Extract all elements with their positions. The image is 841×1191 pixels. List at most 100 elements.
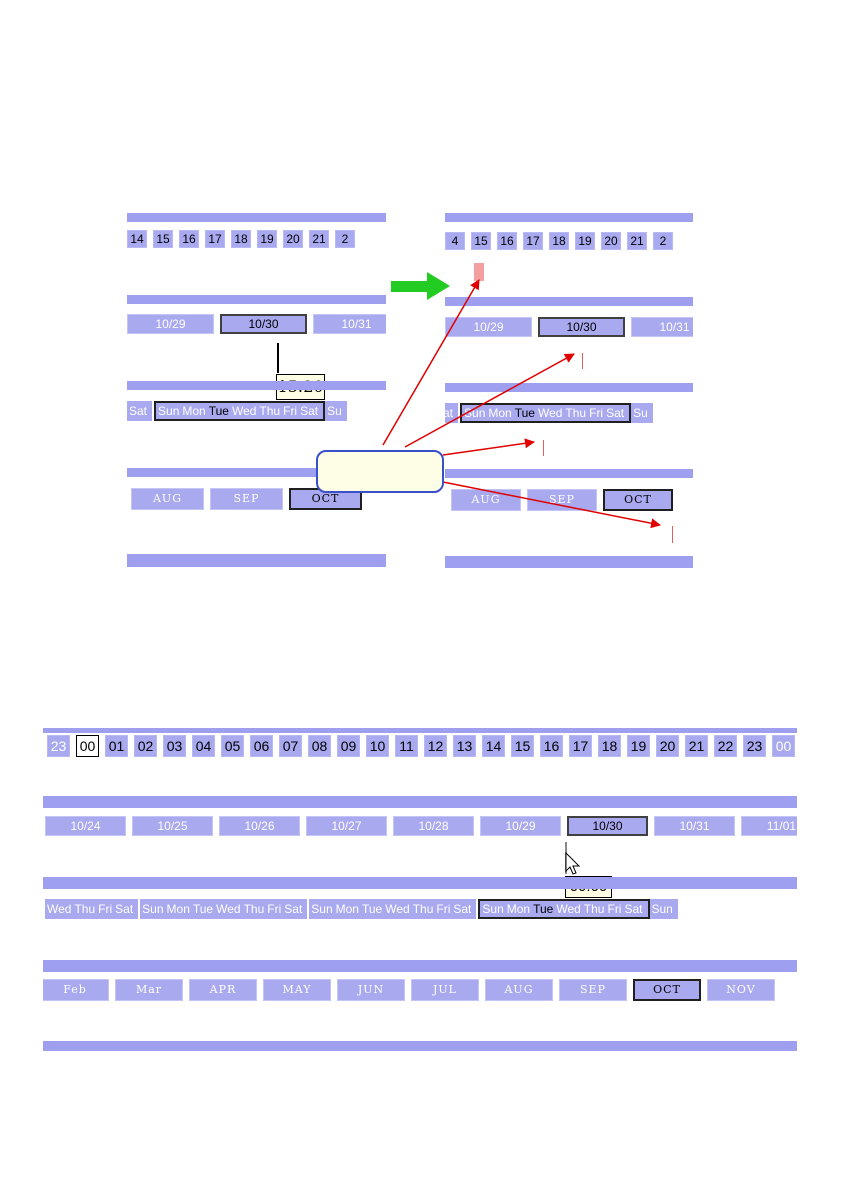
hour-cell[interactable]: 17: [569, 735, 592, 757]
month-cell[interactable]: APR: [189, 979, 257, 1001]
weekday-label: Wed: [216, 902, 241, 916]
date-band: [43, 796, 797, 808]
month-cell[interactable]: OCT: [603, 489, 673, 511]
weekday-label: Fri: [436, 902, 451, 916]
month-cell[interactable]: OCT: [633, 979, 701, 1001]
hour-cell[interactable]: 18: [598, 735, 621, 757]
hour-band: [127, 213, 386, 222]
hour-cell[interactable]: 06: [250, 735, 273, 757]
hour-cell[interactable]: 15: [511, 735, 534, 757]
date-cell[interactable]: 10/31: [631, 317, 693, 337]
time-indicator-line: [277, 343, 279, 373]
hour-cell[interactable]: 4: [445, 232, 465, 250]
date-cell[interactable]: 10/29: [127, 314, 214, 334]
hour-cell[interactable]: 13: [453, 735, 476, 757]
hour-cell[interactable]: 22: [714, 735, 737, 757]
hour-cell[interactable]: 2: [653, 232, 673, 250]
date-cell[interactable]: 10/29: [480, 816, 561, 836]
month-cell[interactable]: JUL: [411, 979, 479, 1001]
hour-cell[interactable]: 07: [279, 735, 302, 757]
hour-cell[interactable]: 16: [497, 232, 517, 250]
hour-cell[interactable]: 16: [540, 735, 563, 757]
hour-cell[interactable]: 04: [192, 735, 215, 757]
week-band: [445, 383, 693, 392]
date-cell[interactable]: 10/30: [538, 317, 625, 337]
weekday-label: Su: [327, 404, 342, 418]
hour-cell[interactable]: 20: [283, 230, 303, 248]
hour-cell[interactable]: 2: [335, 230, 355, 248]
month-cell[interactable]: SEP: [527, 489, 597, 511]
month-cell[interactable]: JUN: [337, 979, 405, 1001]
hour-cell[interactable]: 03: [163, 735, 186, 757]
hour-cell[interactable]: 19: [627, 735, 650, 757]
hour-cell[interactable]: 08: [308, 735, 331, 757]
date-cell[interactable]: 10/29: [445, 317, 532, 337]
hour-cell[interactable]: 14: [127, 230, 147, 248]
week-group[interactable]: Su: [631, 403, 655, 423]
date-cell[interactable]: 11/01: [741, 816, 797, 836]
weekday-label: Tue: [361, 902, 383, 916]
hour-cell[interactable]: 05: [221, 735, 244, 757]
month-band: [43, 960, 797, 972]
weekday-label: Fri: [283, 404, 298, 418]
date-cell[interactable]: 10/24: [45, 816, 126, 836]
month-cell[interactable]: Feb: [43, 979, 109, 1001]
date-cell[interactable]: 10/28: [393, 816, 474, 836]
hour-cell[interactable]: 02: [134, 735, 157, 757]
week-group[interactable]: Su: [325, 401, 349, 421]
hour-cell[interactable]: 16: [179, 230, 199, 248]
month-cell[interactable]: Mar: [115, 979, 183, 1001]
hour-cell[interactable]: 00: [76, 735, 99, 757]
month-cell[interactable]: AUG: [131, 488, 204, 510]
date-cell[interactable]: 10/30: [567, 816, 648, 836]
hour-cell[interactable]: 12: [424, 735, 447, 757]
hour-cell[interactable]: 19: [575, 232, 595, 250]
date-cell[interactable]: 10/26: [219, 816, 300, 836]
month-cell[interactable]: AUG: [485, 979, 553, 1001]
hour-cell[interactable]: 10: [366, 735, 389, 757]
hour-cell[interactable]: 21: [685, 735, 708, 757]
hour-cell[interactable]: 17: [523, 232, 543, 250]
month-cell[interactable]: SEP: [559, 979, 627, 1001]
hour-cell[interactable]: 17: [205, 230, 225, 248]
month-cell[interactable]: NOV: [707, 979, 775, 1001]
hour-cell[interactable]: 15: [153, 230, 173, 248]
arrow-to-date-marker: [404, 353, 575, 448]
month-cell[interactable]: SEP: [210, 488, 283, 510]
date-band: [127, 295, 386, 304]
hour-cell[interactable]: 15: [471, 232, 491, 250]
date-cell[interactable]: 10/30: [220, 314, 307, 334]
hour-cell[interactable]: 00: [772, 735, 795, 757]
arrow-to-week-marker: [442, 438, 535, 456]
hour-cell[interactable]: 23: [743, 735, 766, 757]
month-cell[interactable]: MAY: [263, 979, 331, 1001]
week-group[interactable]: Sat: [127, 401, 155, 421]
hour-cell[interactable]: 18: [549, 232, 569, 250]
date-cell[interactable]: 10/31: [313, 314, 386, 334]
date-cell[interactable]: 10/31: [654, 816, 735, 836]
date-cell[interactable]: 10/27: [306, 816, 387, 836]
hour-cell[interactable]: 20: [656, 735, 679, 757]
date-cell[interactable]: 10/25: [132, 816, 213, 836]
weekday-label: Sat: [129, 404, 148, 418]
week-group[interactable]: Sun: [649, 899, 680, 919]
hour-cell[interactable]: 19: [257, 230, 277, 248]
hour-cell[interactable]: 01: [105, 735, 128, 757]
weekday-label: Su: [633, 406, 648, 420]
hour-cell[interactable]: 09: [337, 735, 360, 757]
hour-cell[interactable]: 21: [627, 232, 647, 250]
hour-cell[interactable]: 11: [395, 735, 418, 757]
hour-cell[interactable]: 21: [309, 230, 329, 248]
hour-cell[interactable]: 14: [482, 735, 505, 757]
weekday-label: Mon: [335, 902, 359, 916]
hour-cell[interactable]: 18: [231, 230, 251, 248]
hour-cell[interactable]: 23: [47, 735, 70, 757]
hour-cell[interactable]: 20: [601, 232, 621, 250]
